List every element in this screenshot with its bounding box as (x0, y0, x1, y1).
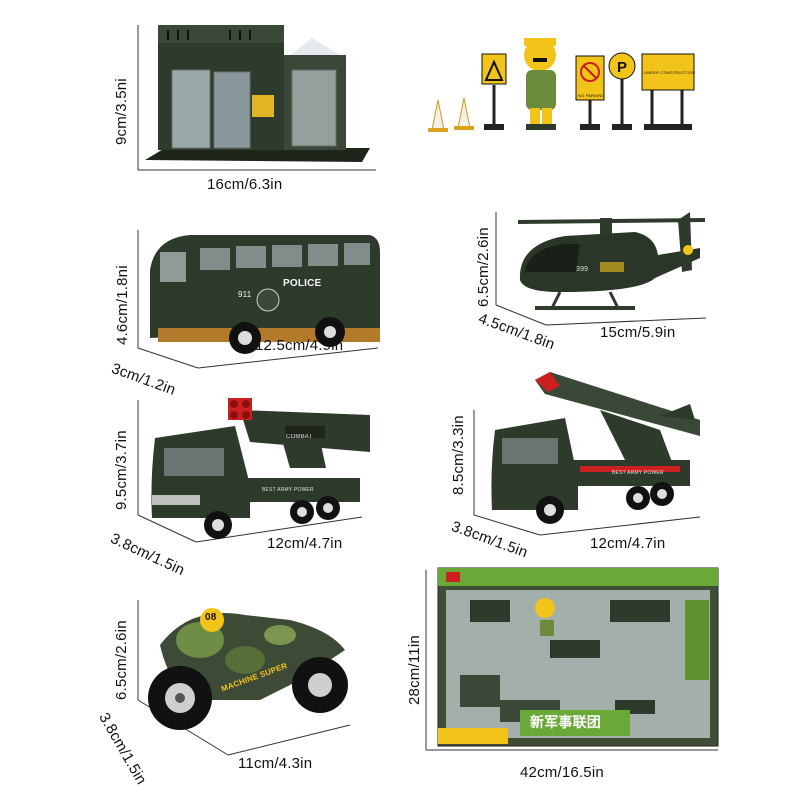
station-width-label: 16cm/6.3in (207, 176, 283, 193)
bus-decal-911: 911 (238, 290, 252, 299)
missile-truck-height-label: 8.5cm/3.3in (450, 415, 467, 495)
rocket-truck-width-label: 12cm/4.7in (267, 535, 343, 552)
motorcycle-icon (137, 600, 351, 756)
accessories-sign-text-construction: UNDER CONSTRUCTION (644, 70, 696, 75)
police-station-icon (137, 25, 376, 171)
motorcycle-height-label: 6.5cm/2.6in (113, 620, 130, 700)
bus-width-label: 12.5cm/4.9in (255, 337, 344, 354)
police-bus-icon (137, 230, 380, 369)
product-box: 新军事联团 42cm/16.5in 28cm/11in (400, 560, 800, 800)
product-accessories: P NO PARKING UNDER CONSTRUCTION (400, 0, 800, 200)
missile-truck-decal-power: BEST ARMY POWER (612, 470, 664, 476)
station-height-label: 9cm/3.5ni (113, 78, 130, 145)
missile-truck-width-label: 12cm/4.7in (590, 535, 666, 552)
motorcycle-width-label: 11cm/4.3in (238, 755, 313, 772)
road-signs-figure-icon: P (428, 38, 695, 132)
bus-height-label: 4.6cm/1.8ni (114, 265, 131, 345)
rocket-truck-height-label: 9.5cm/3.7in (113, 430, 130, 510)
product-helicopter: 399 15cm/5.9in 6.5cm/2.6in 4.5cm/1.8in (400, 200, 800, 390)
svg-text:P: P (617, 59, 627, 76)
helicopter-width-label: 15cm/5.9in (600, 324, 676, 341)
helicopter-decal-399: 399 (576, 266, 589, 273)
bus-decal-police: POLICE (283, 278, 322, 289)
product-rocket-truck: COMBAT BEST ARMY POWER 12cm/4.7in 9.5cm/… (0, 390, 400, 590)
missile-truck-icon (473, 372, 701, 536)
product-bus: POLICE 911 12.5cm/4.9in 4.6cm/1.8ni 3cm/… (0, 200, 400, 399)
box-width-label: 42cm/16.5in (520, 764, 604, 781)
helicopter-icon (495, 212, 707, 326)
box-height-label: 28cm/11in (406, 635, 423, 705)
product-station: 16cm/6.3in 9cm/3.5ni (0, 0, 400, 200)
helicopter-height-label: 6.5cm/2.6in (475, 227, 492, 307)
accessories-sign-text-parking: NO PARKING (578, 93, 605, 98)
rocket-truck-decal-power: BEST ARMY POWER (262, 487, 314, 493)
product-box-icon (425, 567, 719, 751)
product-motorcycle: MACHINE SUPER 08 11cm/4.3in 6.5cm/2.6in … (0, 590, 400, 800)
rocket-truck-decal-combat: COMBAT (286, 434, 313, 440)
product-missile-truck: BEST ARMY POWER 12cm/4.7in 8.5cm/3.3in 3… (400, 372, 800, 590)
box-title: 新军事联团 (530, 714, 601, 730)
motorcycle-decal-number: 08 (205, 612, 217, 623)
rocket-launcher-truck-icon (137, 398, 370, 543)
